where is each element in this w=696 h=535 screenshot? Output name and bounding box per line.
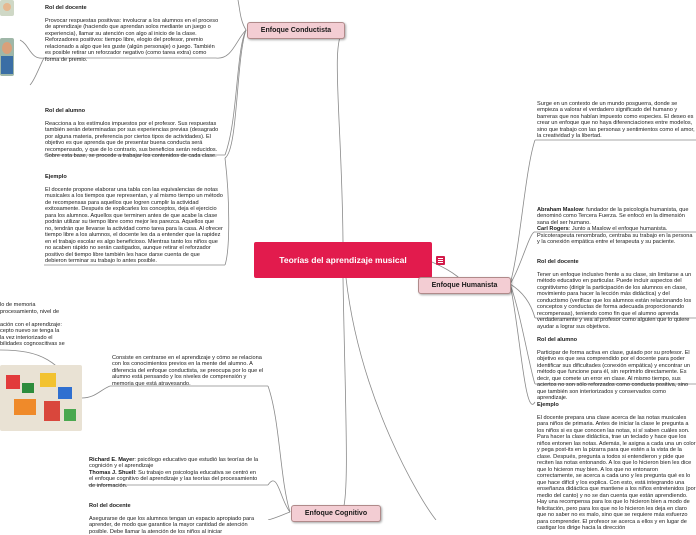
topic-title: Rol del docente (537, 258, 579, 265)
topic-text: El docente prepara una clase acerca de l… (537, 414, 696, 532)
conductista-rol-alumno[interactable]: Rol del alumno Reacciona a los estímulos… (45, 101, 223, 160)
conductista-ejemplo[interactable]: Ejemplo El docente propone elaborar una … (45, 167, 223, 265)
branch-label: Enfoque Humanista (431, 282, 498, 289)
topic-text: Reacciona a los estímulos impuestos por … (45, 120, 219, 160)
humanista-ejemplo[interactable]: Ejemplo El docente prepara una clase ace… (537, 395, 696, 532)
conductista-top-topic[interactable]: Rol del docente Provocar respuestas posi… (45, 0, 221, 63)
topic-title: Rol del docente (45, 4, 87, 11)
topic-text: Tener un enfoque inclusivo frente a su c… (537, 271, 692, 330)
author-name: Abraham Maslow (537, 206, 584, 213)
note-icon[interactable] (436, 256, 445, 265)
central-topic-title: Teorías del aprendizaje musical (279, 254, 407, 265)
author-text: : fundador de la psicología humanista, q… (537, 206, 689, 226)
cognitivo-intro[interactable]: Consiste en centrarse en el aprendizaje … (112, 348, 267, 387)
humanista-rol-alumno[interactable]: Rol del alumno Participar de forma activ… (537, 330, 696, 402)
author-name: Thomas J. Shuell (89, 469, 136, 476)
author-text: : Junto a Maslow el enfoque humanista. P… (537, 226, 693, 245)
cognitivo-autores[interactable]: Richard E. Mayer: psicólogo educativo qu… (89, 450, 259, 489)
topic-text: El docente propone elaborar una tabla co… (45, 186, 223, 265)
author-text: : psicólogo educativo que estudió las te… (89, 456, 259, 470)
branch-label: Enfoque Cognitivo (304, 510, 368, 517)
topic-title: Rol del alumno (537, 336, 578, 343)
author-name: Carl Rogers (537, 226, 569, 232)
branch-label: Enfoque Conductista (260, 27, 332, 34)
topic-title: Ejemplo (537, 401, 559, 408)
topic-text: Consiste en centrarse en el aprendizaje … (112, 354, 264, 387)
topic-text: Surge en un contexto de un mundo posguer… (537, 100, 695, 140)
kid-photo (0, 38, 14, 76)
topic-title: Rol del docente (89, 502, 131, 509)
toys-photo (0, 365, 82, 431)
branch-enfoque-conductista[interactable]: Enfoque Conductista (247, 22, 345, 39)
topic-text: Provocar respuestas positivas: involucra… (45, 17, 219, 63)
connector-lines (0, 0, 696, 520)
branch-enfoque-cognitivo[interactable]: Enfoque Cognitivo (291, 505, 381, 522)
humanista-intro[interactable]: Surge en un contexto de un mundo posguer… (537, 94, 696, 140)
humanista-autores[interactable]: Abraham Maslow: fundador de la psicologí… (537, 200, 696, 246)
branch-enfoque-humanista[interactable]: Enfoque Humanista (418, 277, 511, 294)
cognitivo-rol-docente[interactable]: Rol del docente Asegurarse de que los al… (89, 496, 267, 535)
topic-title: Rol del alumno (45, 107, 86, 114)
author-name: Richard E. Mayer (89, 456, 135, 463)
topic-text: Participar de forma activa en clase, gui… (537, 349, 690, 402)
topic-title: Ejemplo (45, 173, 67, 180)
topic-text: Asegurarse de que los alumnos tengan un … (89, 515, 255, 535)
humanista-rol-docente[interactable]: Rol del docente Tener un enfoque inclusi… (537, 252, 696, 330)
cognitivo-left-fragment: lo de memoria procesamiento, nivel de ac… (0, 302, 65, 347)
central-topic[interactable]: Teorías del aprendizaje musical (254, 242, 432, 278)
author-text: : Su trabajo en psicología educativa se … (89, 469, 258, 489)
kid-photo (0, 0, 14, 16)
